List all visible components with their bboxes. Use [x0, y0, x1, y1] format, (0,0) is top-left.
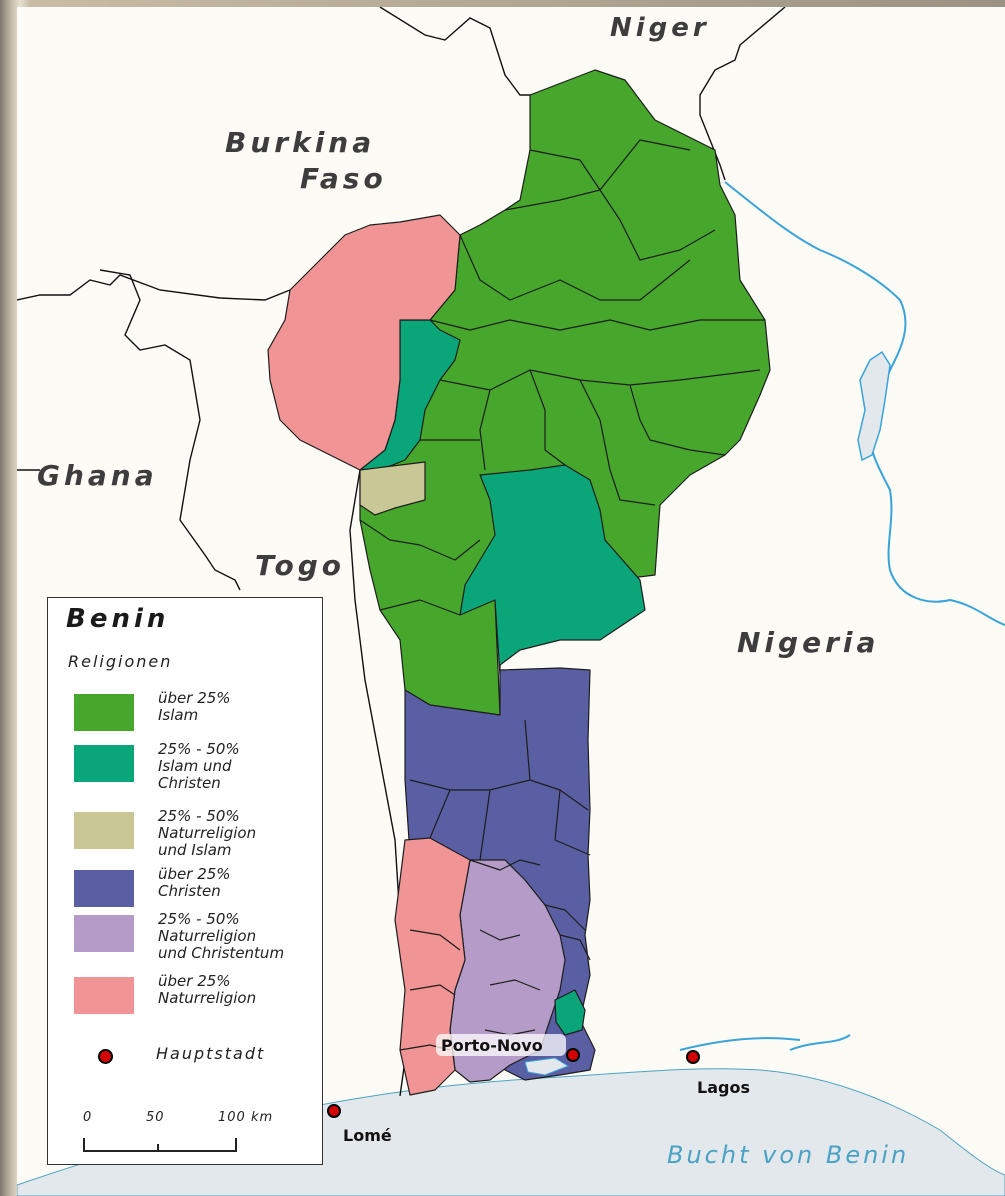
city-porto-novo: Porto-Novo — [436, 1034, 580, 1062]
benin-regions — [267, 69, 771, 1096]
region-islam-christen-central — [459, 464, 646, 676]
border-burkina-ghana — [17, 274, 291, 301]
city-lome: Lomé — [327, 1104, 392, 1145]
legend-capital-label: Hauptstadt — [156, 1044, 266, 1063]
swatch-natur-islam — [74, 812, 134, 849]
legend-text-islam: über 25% Islam — [158, 689, 231, 724]
region-natur-islam — [359, 461, 426, 516]
map-svg: Niger Burkina Faso Ghana Togo Nigeria Bu… — [17, 7, 1005, 1196]
porto-novo-lagoon — [524, 1057, 570, 1076]
region-naturreligion-north — [267, 214, 461, 471]
scale-bar — [83, 1138, 237, 1152]
city-marker-lome — [327, 1104, 341, 1118]
label-nigeria: Nigeria — [737, 626, 879, 659]
label-sea: Bucht von Benin — [667, 1141, 909, 1169]
border-niger-nigeria — [699, 7, 786, 181]
swatch-islam — [74, 694, 134, 731]
legend-text-natur-islam: 25% - 50% Naturreligion und Islam — [158, 807, 257, 859]
country-borders — [17, 7, 786, 1097]
scale-mid-tick — [157, 1144, 159, 1152]
border-burkina-togo — [99, 269, 241, 591]
lake-kainji — [857, 350, 891, 462]
scale-label-50: 50 — [146, 1110, 165, 1125]
legend-text-natur-christentum: 25% - 50% Naturreligion und Christentum — [158, 910, 285, 962]
label-faso: Faso — [300, 162, 387, 195]
legend-text-naturreligion: über 25% Naturreligion — [158, 972, 257, 1007]
city-lagos: Lagos — [686, 1050, 750, 1097]
swatch-christen — [74, 870, 134, 907]
scale-label-0: 0 — [83, 1110, 93, 1125]
region-islam-christen-south — [554, 989, 586, 1036]
capital-marker-icon — [98, 1049, 113, 1064]
legend-text-islam-christen: 25% - 50% Islam und Christen — [158, 740, 240, 792]
scale-label-100: 100 km — [218, 1110, 274, 1125]
region-inner-lines — [359, 139, 765, 1051]
legend-subtitle: Religionen — [68, 652, 173, 671]
swatch-islam-christen — [74, 745, 134, 782]
map-canvas: Niger Burkina Faso Ghana Togo Nigeria Bu… — [17, 7, 1005, 1196]
label-burkina: Burkina — [225, 126, 375, 159]
swatch-naturreligion — [74, 977, 134, 1014]
city-label-lome: Lomé — [343, 1126, 392, 1145]
city-label-porto-novo: Porto-Novo — [441, 1036, 543, 1055]
city-label-lagos: Lagos — [697, 1078, 750, 1097]
region-naturreligion-south — [394, 837, 471, 1096]
legend-title: Benin — [66, 604, 170, 634]
coast-lagoon — [679, 1034, 851, 1051]
border-niger-burkina — [379, 7, 535, 96]
city-marker-lagos — [686, 1050, 700, 1064]
swatch-natur-christentum — [74, 915, 134, 952]
label-togo: Togo — [255, 549, 345, 582]
legend: Benin Religionen über 25% Islam 25% - 50… — [47, 597, 323, 1165]
capital-marker — [566, 1048, 580, 1062]
label-ghana: Ghana — [37, 459, 158, 492]
label-niger: Niger — [610, 13, 710, 43]
city-label-bg — [436, 1034, 566, 1056]
legend-text-christen: über 25% Christen — [158, 865, 231, 900]
